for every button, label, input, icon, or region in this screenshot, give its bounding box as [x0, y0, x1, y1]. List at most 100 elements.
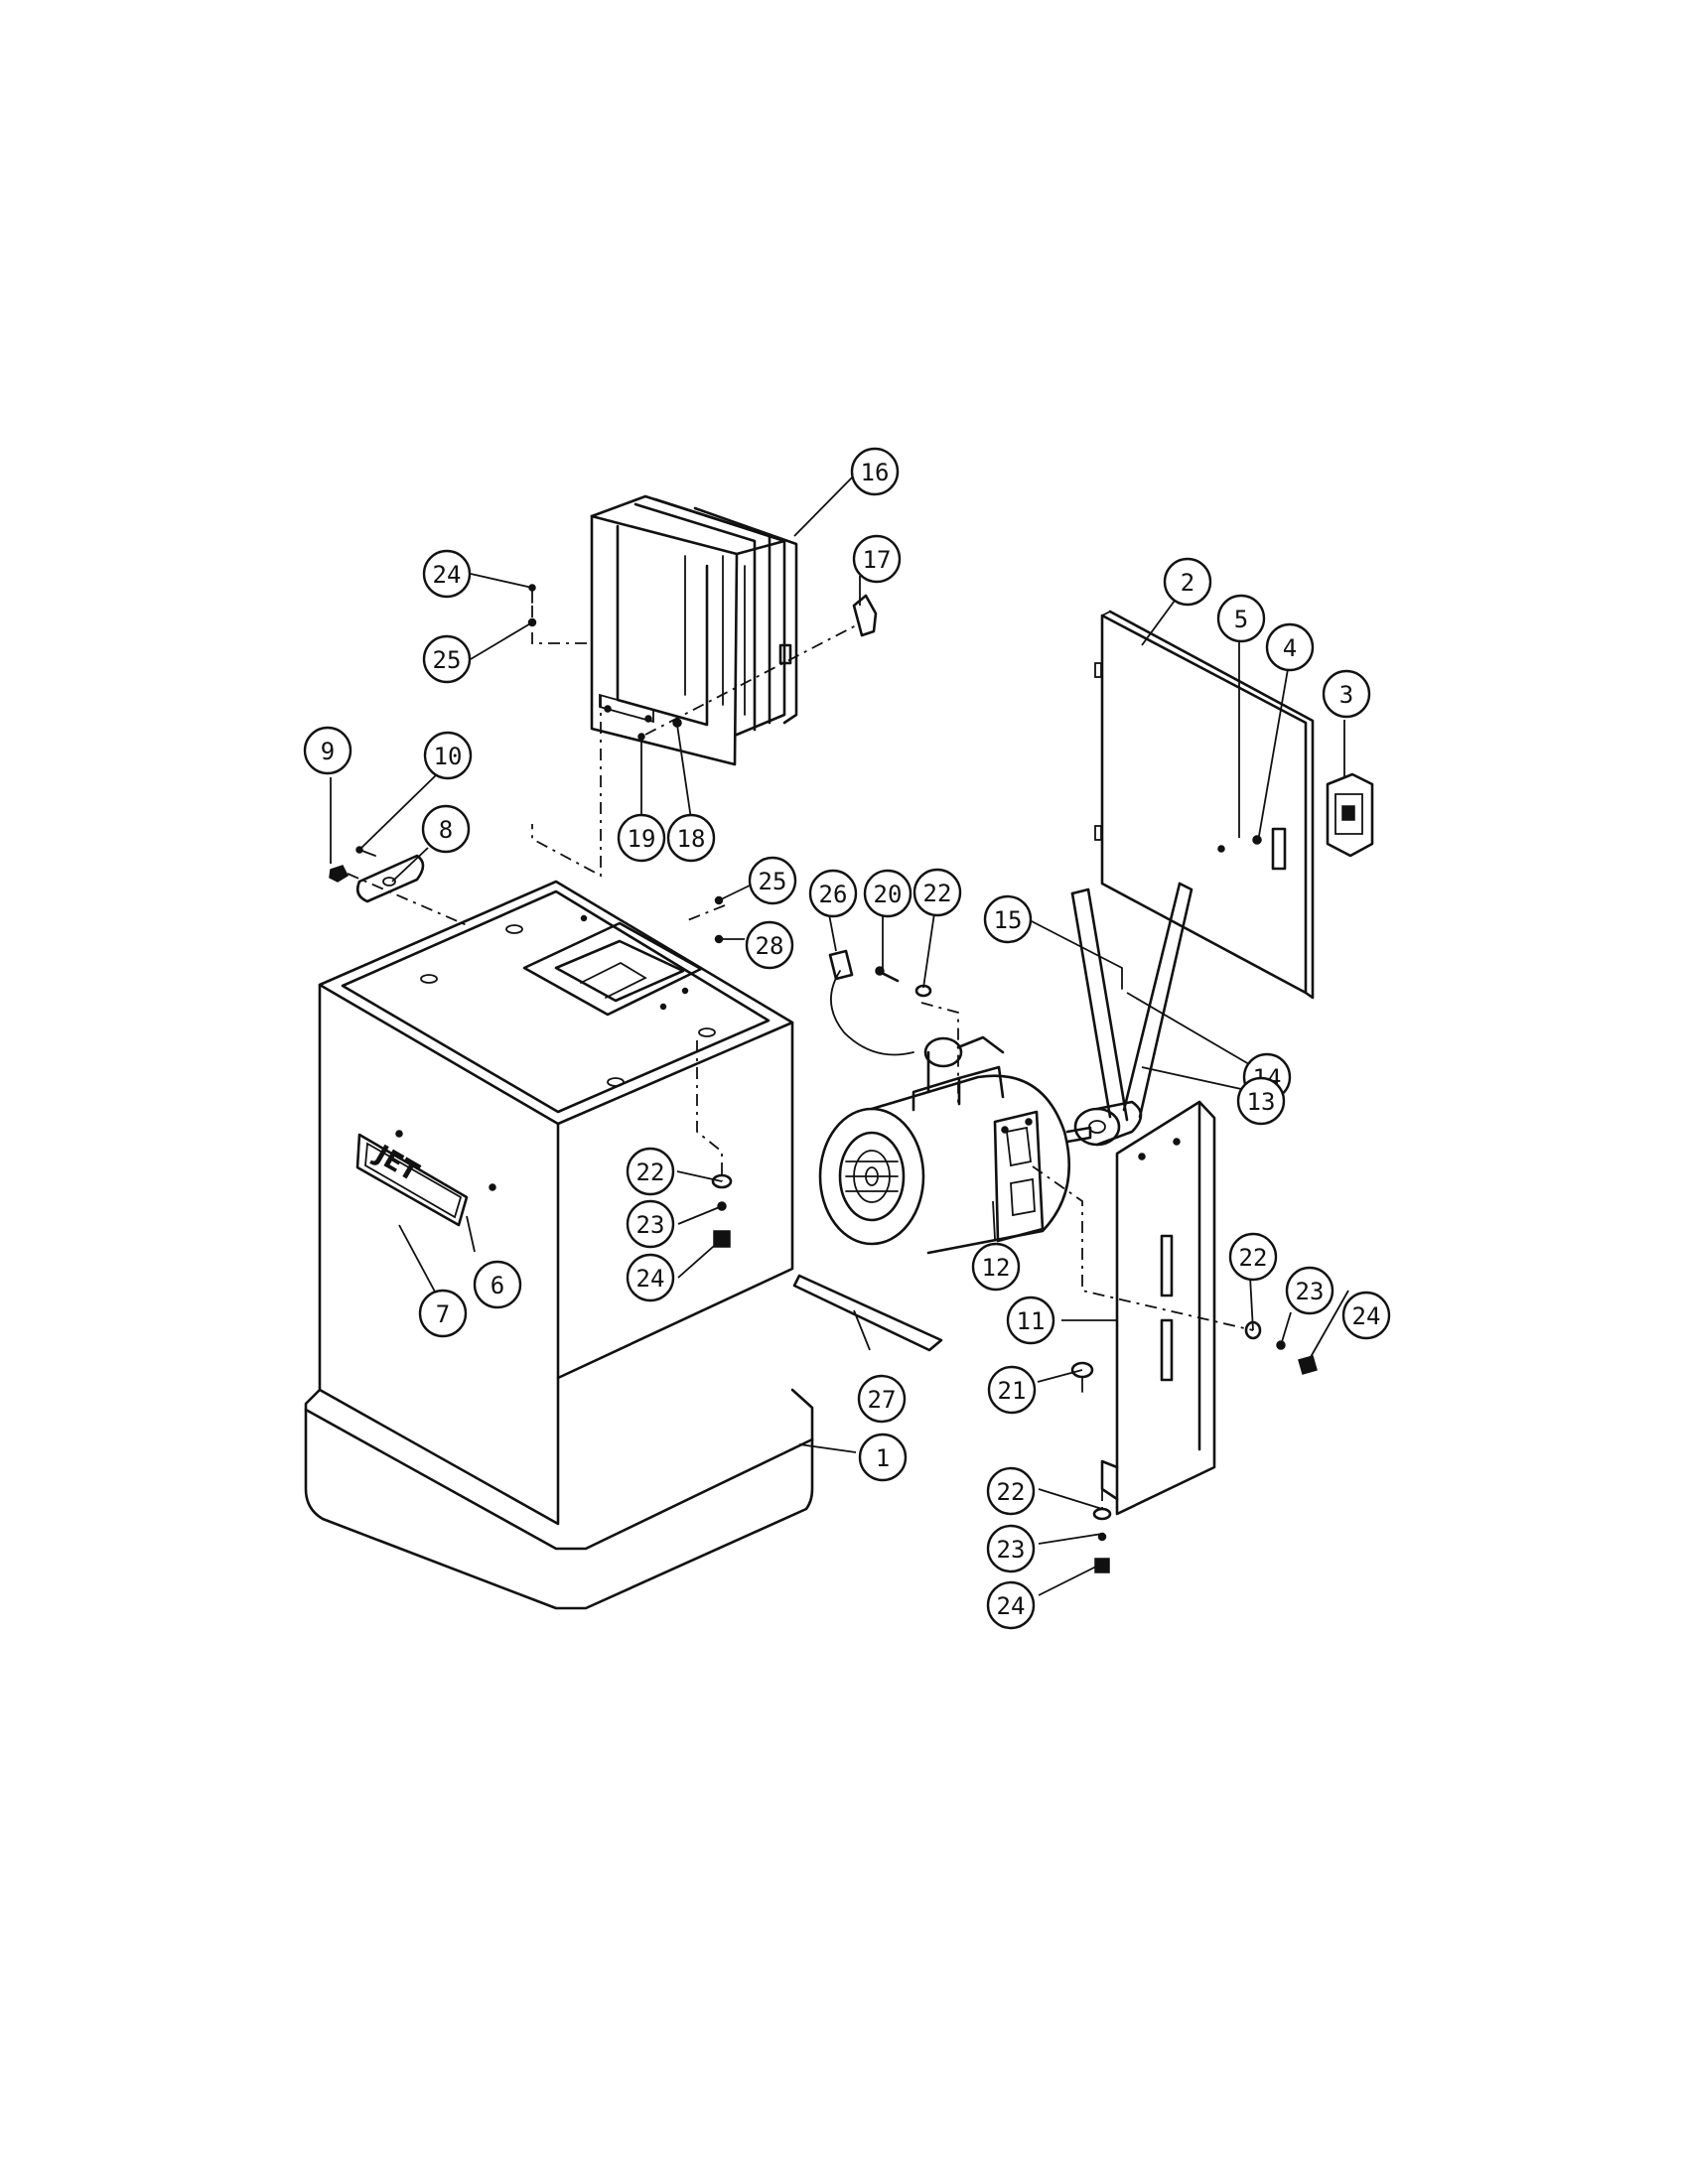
callout-label: 28	[756, 932, 784, 960]
callout-label: 18	[677, 825, 706, 853]
callout-circle	[808, 869, 858, 918]
callout-label: 15	[994, 906, 1023, 934]
callout-circle	[617, 813, 666, 863]
hardware	[329, 584, 1318, 1573]
callout-24: 24	[422, 549, 472, 599]
callout-22: 22	[626, 1147, 675, 1196]
callout-17: 17	[852, 534, 902, 584]
callout-circle	[863, 869, 912, 918]
callout-circle	[1006, 1296, 1055, 1345]
callout-label: 26	[819, 881, 848, 908]
callouts: 1617242519189108254325282620221514132223…	[303, 447, 1391, 1630]
logo-plate: JET	[355, 1133, 469, 1227]
callout-circle	[912, 868, 962, 917]
callout-label: 8	[439, 816, 453, 844]
callout-circle	[1341, 1291, 1391, 1340]
callout-label: 20	[874, 881, 903, 908]
callout-circle	[1216, 594, 1266, 643]
motor-mount-bracket	[1100, 1100, 1216, 1516]
callout-label: 24	[997, 1592, 1026, 1620]
callout-label: 13	[1247, 1088, 1276, 1116]
access-door	[1094, 610, 1315, 1000]
callout-label: 12	[982, 1254, 1011, 1282]
callout-22: 22	[986, 1466, 1036, 1516]
callout-25: 25	[748, 856, 797, 905]
callout-circle	[983, 894, 1033, 944]
callout-circle	[971, 1242, 1021, 1292]
dust-chute-hood	[590, 494, 798, 766]
callout-label: 22	[1239, 1244, 1268, 1272]
callout-24: 24	[986, 1580, 1036, 1630]
callout-3: 3	[1322, 669, 1371, 719]
callout-8: 8	[421, 804, 471, 854]
callout-9: 9	[303, 726, 352, 775]
callout-circle	[422, 634, 472, 684]
callout-circle	[852, 534, 902, 584]
callout-26: 26	[808, 869, 858, 918]
callout-24: 24	[626, 1253, 675, 1302]
callout-7: 7	[418, 1289, 468, 1338]
callout-23: 23	[986, 1524, 1036, 1573]
callout-circle	[857, 1374, 907, 1424]
callout-circle	[1236, 1076, 1286, 1126]
motor	[818, 949, 1092, 1255]
switch-box	[1326, 772, 1374, 858]
callout-circle	[858, 1433, 908, 1482]
callout-24: 24	[1341, 1291, 1391, 1340]
callout-2: 2	[1163, 557, 1212, 607]
callout-label: 22	[923, 880, 952, 907]
callout-label: 3	[1339, 681, 1353, 709]
callout-21: 21	[987, 1365, 1037, 1415]
callout-circle	[666, 813, 716, 863]
callout-circle	[1265, 622, 1315, 672]
callout-circle	[987, 1365, 1037, 1415]
pulley-and-belt	[1070, 882, 1193, 1147]
callout-label: 27	[868, 1386, 897, 1414]
callout-label: 22	[997, 1478, 1026, 1506]
strip-27	[792, 1274, 943, 1352]
callout-label: 10	[434, 743, 463, 770]
callout-label: 23	[997, 1536, 1026, 1564]
callout-18: 18	[666, 813, 716, 863]
cabinet-stand: JET	[304, 880, 814, 1610]
callout-label: 16	[861, 459, 890, 486]
callout-label: 17	[863, 546, 892, 574]
callout-circle	[850, 447, 900, 496]
callout-label: 22	[636, 1159, 665, 1186]
assembly-lines	[347, 606, 1254, 1514]
callout-label: 23	[636, 1211, 665, 1239]
callout-22: 22	[1228, 1232, 1278, 1282]
callout-circle	[1322, 669, 1371, 719]
callout-27: 27	[857, 1374, 907, 1424]
callout-label: 24	[636, 1265, 665, 1293]
callout-label: 21	[998, 1377, 1027, 1405]
callout-25: 25	[422, 634, 472, 684]
callout-circle	[1228, 1232, 1278, 1282]
callout-6: 6	[473, 1260, 522, 1309]
callout-label: 25	[433, 646, 462, 674]
callout-circle	[626, 1199, 675, 1249]
callout-1: 1	[858, 1433, 908, 1482]
jet-logo-text: JET	[368, 1139, 424, 1188]
callout-circle	[1163, 557, 1212, 607]
callout-label: 23	[1296, 1278, 1325, 1305]
callout-5: 5	[1216, 594, 1266, 643]
callout-circle	[748, 856, 797, 905]
callout-4: 4	[1265, 622, 1315, 672]
callout-20: 20	[863, 869, 912, 918]
callout-circle	[473, 1260, 522, 1309]
callout-label: 19	[628, 825, 656, 853]
callout-circle	[986, 1524, 1036, 1573]
callout-circle	[626, 1253, 675, 1302]
callout-circle	[422, 549, 472, 599]
callout-19: 19	[617, 813, 666, 863]
callout-label: 11	[1017, 1307, 1046, 1335]
callout-28: 28	[745, 920, 794, 970]
callout-circle	[745, 920, 794, 970]
callout-circle	[1285, 1266, 1334, 1315]
callout-23: 23	[1285, 1266, 1334, 1315]
callout-circle	[418, 1289, 468, 1338]
callout-11: 11	[1006, 1296, 1055, 1345]
callout-circle	[303, 726, 352, 775]
callout-label: 7	[436, 1300, 450, 1328]
